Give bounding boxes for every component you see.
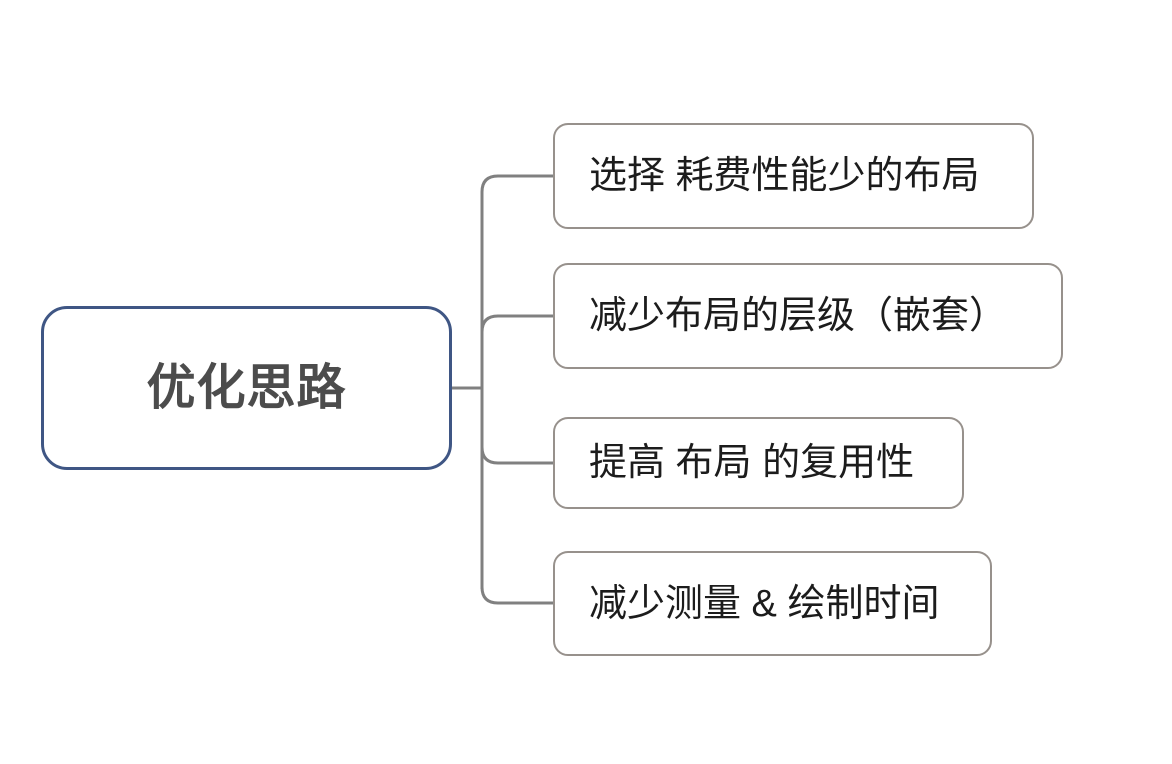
branch-node-1[interactable]: 选择 耗费性能少的布局 [553,123,1034,229]
branch-node-4-label: 减少测量 & 绘制时间 [589,582,940,625]
root-node-label: 优化思路 [146,360,347,415]
branch-node-4[interactable]: 减少测量 & 绘制时间 [553,551,992,656]
branch-node-3-label: 提高 布局 的复用性 [589,442,915,484]
connector-branch-3 [480,446,553,465]
branch-node-2-label: 减少布局的层级（嵌套） [589,295,1008,337]
branch-node-3[interactable]: 提高 布局 的复用性 [553,417,964,509]
root-node[interactable]: 优化思路 [41,306,452,470]
connector-branch-1 [480,174,553,193]
branch-node-1-label: 选择 耗费性能少的布局 [589,155,980,197]
connector-branch-4 [480,586,553,605]
connector-branch-2 [480,314,553,333]
branch-node-2[interactable]: 减少布局的层级（嵌套） [553,263,1063,369]
